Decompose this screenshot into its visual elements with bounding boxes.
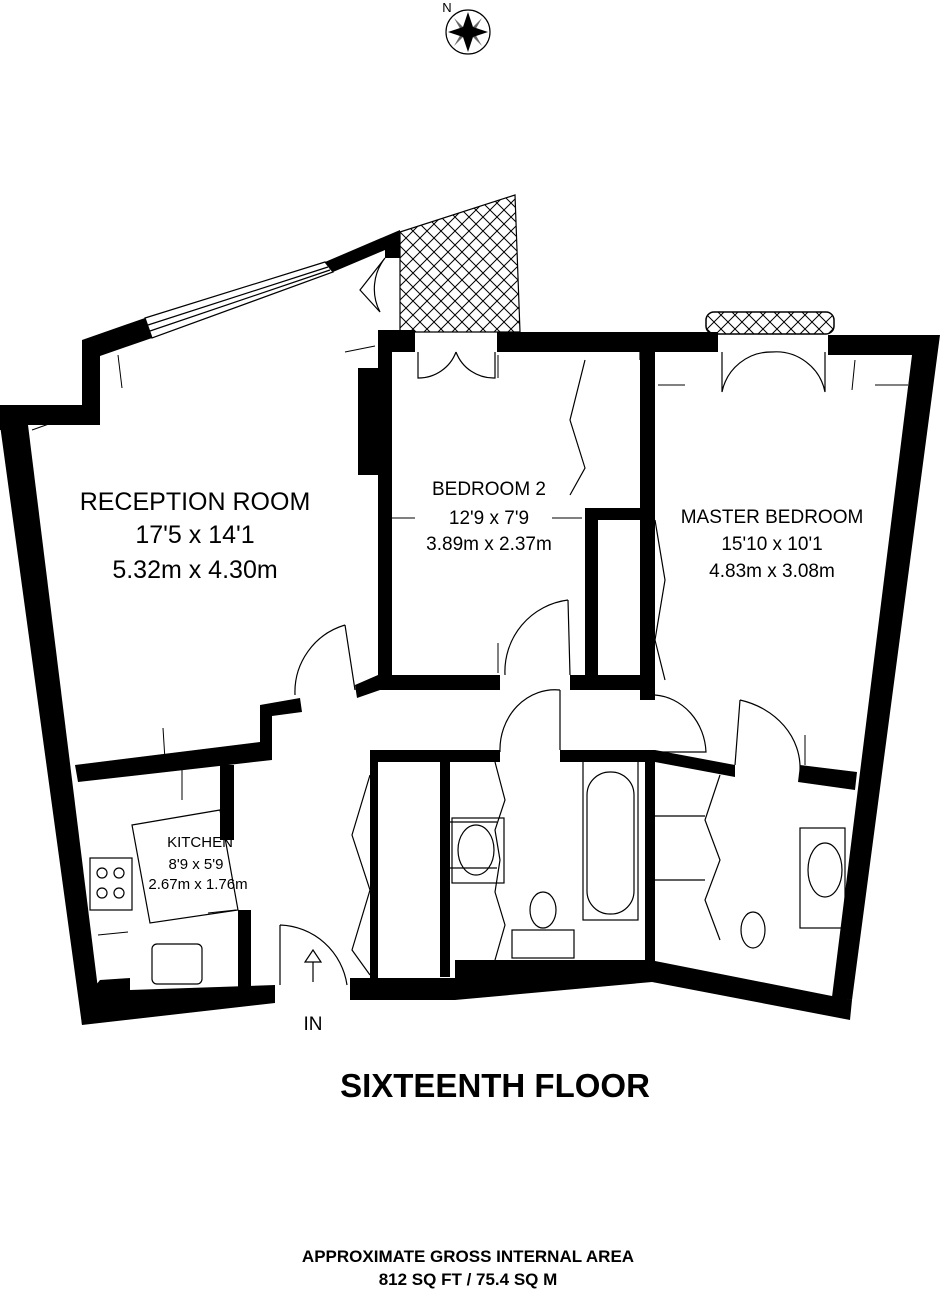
hob-icon (89, 857, 133, 911)
reception-imperial: 17'5 x 14'1 (135, 521, 254, 549)
floor-title: SIXTEENTH FLOOR (340, 1067, 650, 1104)
bathtub-icon (586, 771, 635, 915)
master-metric: 4.83m x 3.08m (709, 561, 835, 582)
basin-icon (457, 824, 495, 876)
compass-rose-icon: N (442, 0, 491, 55)
kitchen-sink-icon (151, 943, 203, 985)
basin-icon (807, 842, 843, 898)
reception-metric: 5.32m x 4.30m (112, 556, 277, 584)
kitchen-imperial: 8'9 x 5'9 (169, 856, 224, 873)
reception-name: RECEPTION ROOM (80, 488, 311, 516)
wardrobes (351, 359, 721, 976)
dimension-arrows (31, 345, 908, 936)
north-label: N (442, 0, 451, 15)
bedroom2-imperial: 12'9 x 7'9 (449, 508, 529, 529)
bedroom2-metric: 3.89m x 2.37m (426, 534, 552, 555)
entrance-label: IN (304, 1014, 323, 1035)
kitchen-name: KITCHEN (167, 834, 233, 851)
area-line2: 812 SQ FT / 75.4 SQ M (379, 1270, 558, 1289)
kitchen-metric: 2.67m x 1.76m (148, 876, 247, 893)
balcony-terrace (399, 194, 521, 333)
toilet-icon (740, 911, 766, 949)
balcony-juliet (705, 311, 835, 335)
walls (0, 230, 940, 1025)
master-name: MASTER BEDROOM (681, 507, 864, 528)
fixtures (89, 759, 846, 985)
area-line1: APPROXIMATE GROSS INTERNAL AREA (302, 1247, 634, 1266)
entry-arrow-icon (303, 948, 323, 982)
toilet-icon (529, 891, 557, 929)
master-imperial: 15'10 x 10'1 (721, 534, 822, 555)
doors (279, 257, 826, 986)
bedroom2-name: BEDROOM 2 (432, 479, 546, 500)
